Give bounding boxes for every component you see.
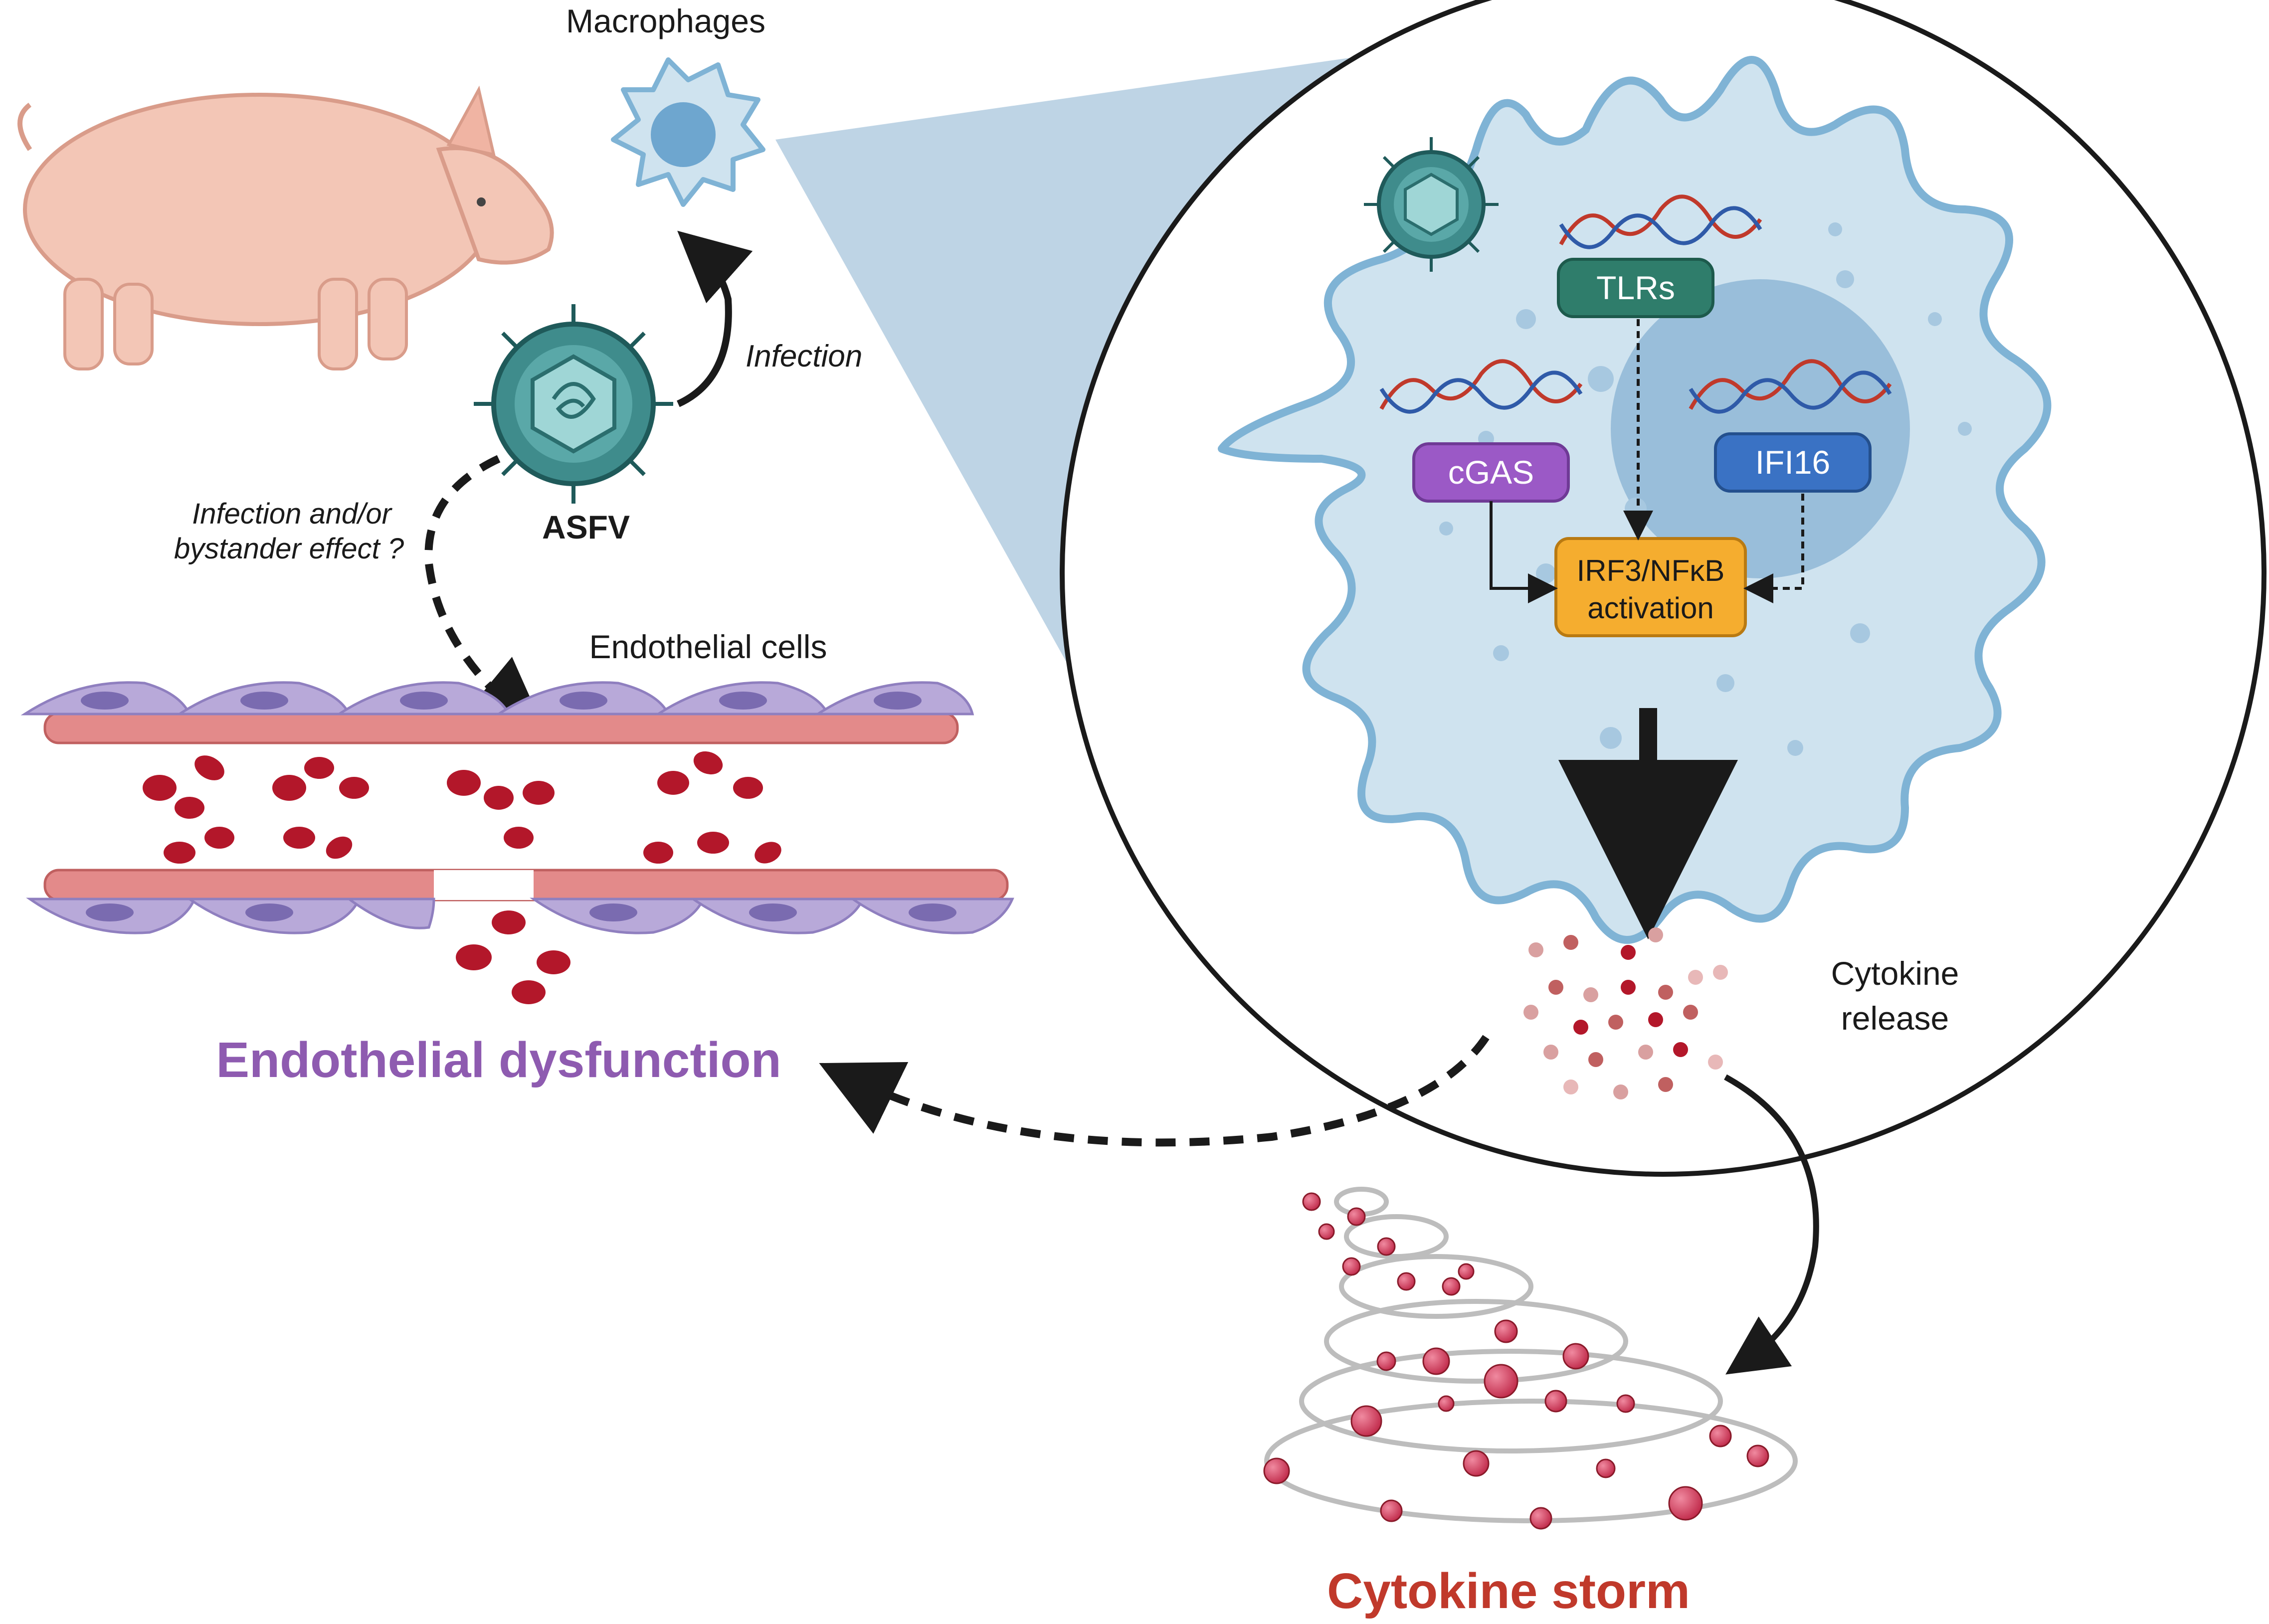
vessel-wall-top [20,681,974,744]
asfv-virus [474,304,673,504]
ifi16-box: IFI16 [1714,432,1872,493]
cgas-box: cGAS [1412,442,1570,503]
infection-arrow [677,230,753,407]
dna-helix-icon [1559,194,1762,249]
dna-helix-icon [1379,359,1583,414]
cgas-label: cGAS [1448,454,1534,491]
asfv-virus-intracellular [1364,137,1499,272]
pig-illustration [17,85,554,370]
infection-label: Infection [746,339,862,373]
irf3-nfkb-label: IRF3/NFκB [1577,554,1725,587]
irf3-nfkb-box: IRF3/NFκB activation [1554,537,1747,637]
red-blood-cells [143,751,781,1004]
asfv-label: ASFV [542,509,630,545]
cytokine-storm-spiral [1263,1187,1798,1530]
bystander-arrow [424,455,549,738]
tlrs-box: TLRs [1557,258,1714,318]
endothelial-dysfunction-label: Endothelial dysfunction [216,1032,781,1088]
cytokine-cluster [1523,927,1728,1099]
endothelial-cells-label: Endothelial cells [589,628,827,665]
macrophage-large [1218,56,2052,944]
bystander-label-line2: bystander effect ? [174,533,404,565]
dysfunction-arrow [819,1035,1490,1147]
ifi16-signal-arrow [1743,494,1804,603]
activation-label: activation [1587,591,1713,625]
storm-arrow [1724,1074,1819,1375]
macrophage-small [611,57,765,207]
cytokine-release-label-line1: Cytokine [1831,955,1959,992]
cytokine-storm-label: Cytokine storm [1327,1563,1690,1619]
bystander-label-line1: Infection and/or [192,498,393,530]
ifi16-label: IFI16 [1755,444,1830,481]
cgas-signal-arrow [1490,501,1558,603]
vessel-wall-bottom [26,869,1014,934]
tlrs-label: TLRs [1596,269,1675,306]
cytokine-release-label-line2: release [1841,1000,1949,1037]
dna-helix-icon [1689,359,1892,414]
macrophages-label: Macrophages [566,2,765,39]
